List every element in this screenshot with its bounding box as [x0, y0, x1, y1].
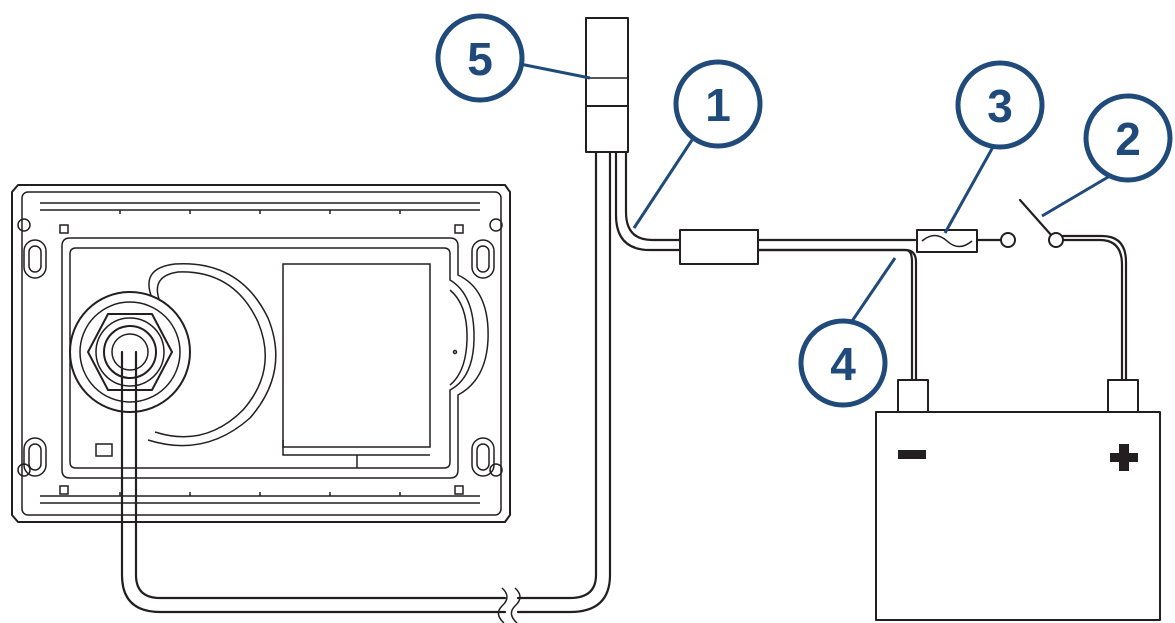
- svg-text:2: 2: [1115, 113, 1141, 165]
- svg-text:3: 3: [987, 80, 1013, 132]
- screw-hole-top-left: [17, 218, 31, 232]
- positive-sign-v: [1119, 444, 1129, 471]
- callout-5: 5: [435, 13, 525, 103]
- negative-terminal: [897, 379, 929, 413]
- svg-text:4: 4: [830, 338, 856, 390]
- callout-leaders: [519, 62, 1121, 331]
- display-arc: [147, 263, 277, 447]
- top-ribs: [119, 210, 401, 214]
- battery: [875, 379, 1161, 621]
- svg-text:5: 5: [467, 33, 493, 85]
- callout-4: 4: [798, 318, 888, 408]
- device-cable: [120, 148, 612, 623]
- negative-sign: [898, 450, 926, 459]
- screw-hole-bottom-right: [489, 463, 503, 477]
- fuse: [916, 229, 1016, 253]
- callout-1: 1: [673, 59, 763, 149]
- cable-break-mark: [497, 587, 508, 623]
- callout-3: 3: [955, 60, 1045, 150]
- connector: [585, 17, 629, 153]
- positive-terminal: [1107, 379, 1139, 413]
- inline-module: [679, 229, 759, 265]
- inner-panel: [61, 237, 489, 479]
- mount-slot-bottom-left: [23, 437, 47, 477]
- bottom-ribs: [119, 492, 401, 496]
- svg-text:1: 1: [705, 79, 731, 131]
- screw-hole-top-right: [489, 218, 503, 232]
- label-area: [282, 263, 431, 448]
- callout-2: 2: [1083, 93, 1173, 183]
- mount-slot-bottom-right: [471, 437, 495, 477]
- mount-slot-top-right: [471, 239, 495, 279]
- power-cable: [614, 150, 918, 387]
- device-unit: [11, 184, 511, 523]
- mount-slot-top-left: [23, 239, 47, 279]
- battery-body: [875, 411, 1161, 621]
- switch: [1018, 198, 1128, 387]
